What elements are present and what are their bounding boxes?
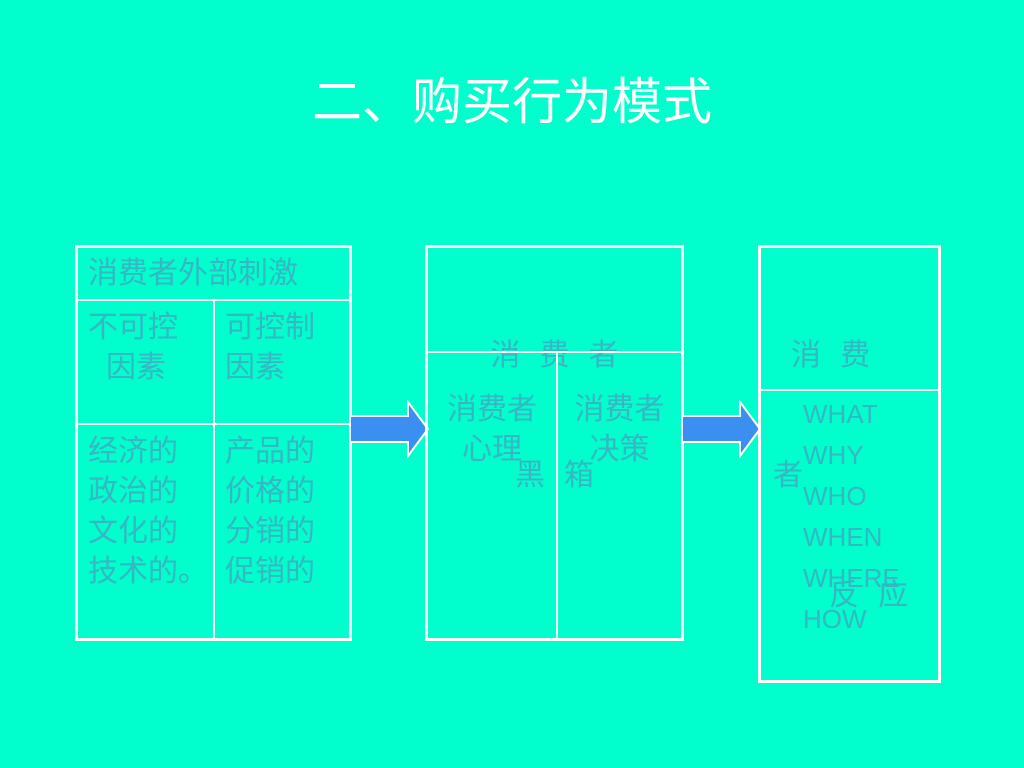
consumer-psychology-label: 消费者 心理: [447, 392, 537, 467]
list-item: 政治的: [88, 474, 178, 509]
external-stimuli-box: 消费者外部刺激 不可控 因素 可控制 因素 经济的 政治的 文化的 技术的。 产…: [75, 245, 352, 641]
response-header: 消 费 者 反 应: [773, 338, 909, 613]
right-arrow-icon: [682, 400, 762, 458]
list-item: WHO: [803, 481, 867, 511]
list-item: 产品的: [225, 434, 315, 469]
slide-title: 二、购买行为模式: [312, 73, 712, 131]
controllable-factors-list: 产品的 价格的 分销的 促销的: [225, 432, 349, 592]
list-item: 经济的: [88, 434, 178, 469]
divider: [761, 389, 938, 391]
consumer-blackbox-box: 消 费 者 黑 箱 消费者 心理 消费者 决策: [425, 245, 684, 641]
response-questions-list: WHAT WHY WHO WHEN WHERE HOW: [803, 394, 933, 640]
list-item: WHY: [803, 440, 864, 470]
consumer-response-box: 消 费 者 反 应 WHAT WHY WHO WHEN WHERE HOW: [758, 245, 941, 683]
uncontrollable-factors-list: 经济的 政治的 文化的 技术的。: [88, 432, 218, 592]
external-stimuli-header: 消费者外部刺激: [88, 256, 298, 291]
consumer-decision-label: 消费者 决策: [574, 392, 665, 467]
right-arrow-icon: [350, 400, 430, 458]
list-item: 分销的: [225, 514, 315, 549]
list-item: WHAT: [803, 399, 878, 429]
divider: [213, 299, 215, 638]
blackbox-header: 消 费 者 黑 箱: [490, 338, 619, 493]
divider: [78, 423, 349, 425]
list-item: 促销的: [225, 554, 315, 589]
list-item: WHEN: [803, 522, 883, 552]
divider: [556, 351, 558, 638]
list-item: HOW: [803, 604, 867, 634]
list-item: 文化的: [88, 514, 178, 549]
controllable-factors-label: 可控制 因素: [225, 310, 315, 385]
list-item: 价格的: [225, 474, 315, 509]
uncontrollable-factors-label: 不可控 因素: [88, 310, 178, 385]
list-item: 技术的。: [88, 554, 208, 589]
divider: [428, 351, 681, 353]
list-item: WHERE: [803, 563, 900, 593]
